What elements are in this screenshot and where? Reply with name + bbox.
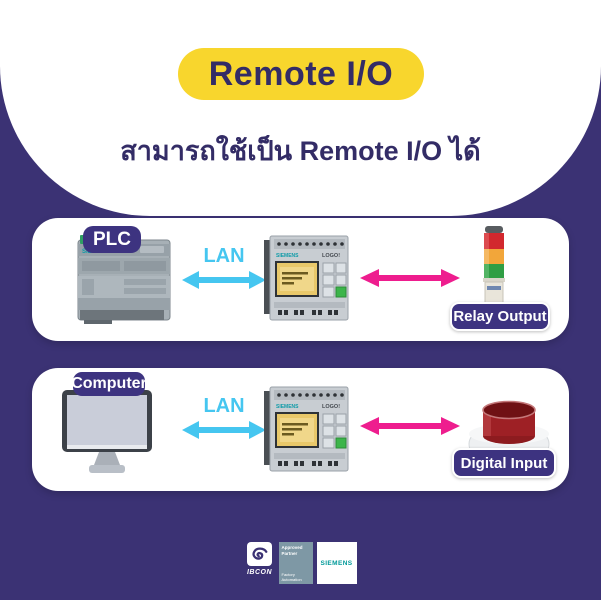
badge-line: Partner [281, 550, 298, 556]
logo-model-text-2: LOGO! [322, 404, 340, 410]
ibcon-logo: IBCON [245, 542, 275, 584]
io-arrow-icon-1 [360, 269, 460, 287]
digital-input-label: Digital Input [452, 448, 556, 478]
lan-arrow-icon [182, 271, 266, 289]
io-arrow-icon-2 [360, 417, 460, 435]
logo-model-text-1: LOGO! [322, 253, 340, 259]
badge-line: Automation [281, 577, 302, 582]
lan-link-1: LAN [182, 245, 266, 296]
logo-brand-text-1: SIEMENS [276, 253, 299, 259]
computer-label-text: Computer [71, 375, 147, 392]
subtitle: สามารถใช้เป็น Remote I/O ได้ [120, 136, 481, 166]
panel-plc-remote-io: PLC SIEMENS LAN [32, 218, 569, 341]
plc-label-text: PLC [93, 228, 131, 250]
computer-label: Computer [71, 372, 147, 396]
ibcon-name: IBCON [246, 569, 273, 576]
lan-link-2: LAN [182, 395, 266, 446]
badge-line: Factory [281, 572, 295, 577]
digital-input-label-text: Digital Input [460, 454, 548, 472]
lan-label-2: LAN [203, 395, 245, 417]
footer-logos: IBCON Approved Partner Factory Automatio… [0, 542, 601, 584]
computer-monitor-image [62, 390, 152, 473]
siemens-logo: SIEMENS [316, 542, 357, 584]
plc-label: PLC [83, 226, 141, 253]
logo-module-image-1: SIEMENS LOGO! [264, 235, 349, 321]
header-swoosh [0, 0, 601, 216]
relay-output-label-text: Relay Output [453, 308, 547, 325]
logo-module-image-2: SIEMENS LOGO! [264, 386, 349, 472]
signal-tower-image [482, 226, 506, 310]
badge-line: Approved [281, 545, 303, 550]
panel-computer-remote-io: Computer LAN [32, 368, 569, 491]
page-title: Remote I/O [208, 54, 394, 93]
relay-output-label: Relay Output [450, 302, 550, 331]
lan-label-1: LAN [203, 245, 245, 267]
siemens-wordmark: SIEMENS [320, 559, 353, 567]
ibcon-swirl-icon [247, 542, 272, 566]
lan-arrow-icon [182, 421, 266, 439]
siemens-partner-badge: Approved Partner Factory Automation [278, 542, 313, 584]
title-pill: Remote I/O [178, 48, 424, 100]
logo-brand-text-2: SIEMENS [276, 404, 299, 410]
